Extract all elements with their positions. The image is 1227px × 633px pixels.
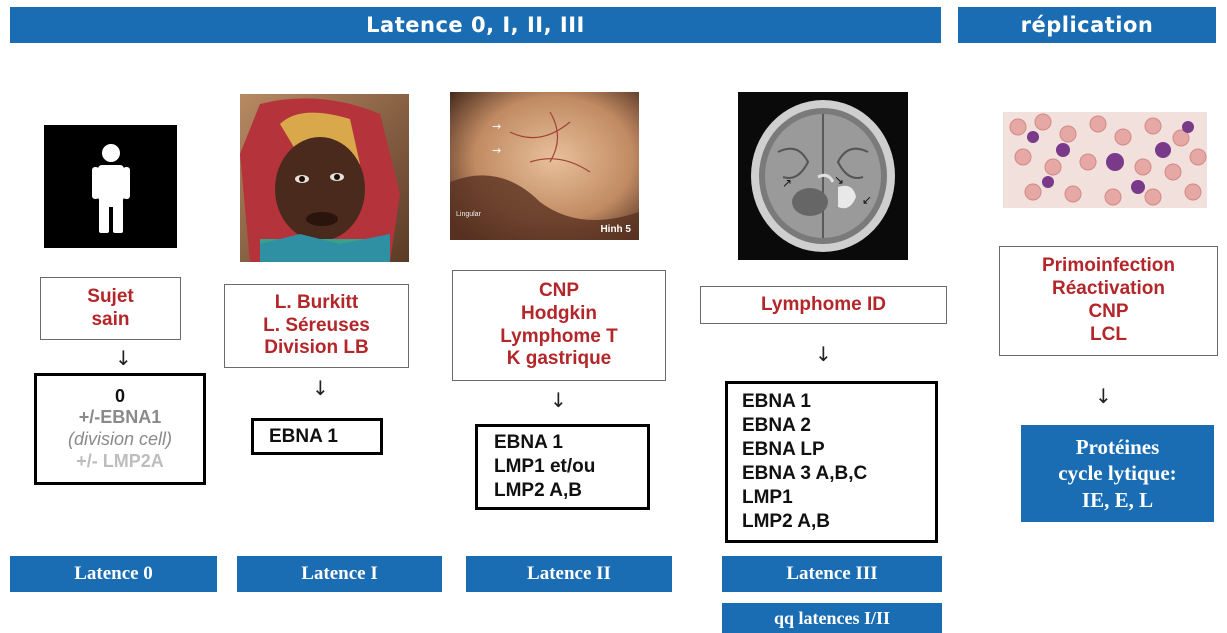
condition-line: L. Séreuses xyxy=(263,315,370,338)
protein-line: EBNA 2 xyxy=(742,414,935,438)
footer-latence2: Latence II xyxy=(466,556,672,592)
protein-line: LMP1 xyxy=(742,486,935,510)
protein-line: Protéines xyxy=(1076,434,1160,460)
condition-line: Lymphome T xyxy=(500,326,618,349)
condition-box-latence3: Lymphome ID xyxy=(700,286,947,324)
brain-mri-photo: ↗ ↘ ↙ xyxy=(738,92,908,260)
condition-line: Hodgkin xyxy=(521,303,597,326)
protein-box-latence0: 0 +/-EBNA1 (division cell) +/- LMP2A xyxy=(34,373,206,485)
protein-line: +/-EBNA1 xyxy=(79,407,162,429)
condition-line: LCL xyxy=(1090,324,1127,347)
condition-line: CNP xyxy=(1088,301,1128,324)
protein-line: LMP2 A,B xyxy=(742,510,935,534)
protein-box-latence3: EBNA 1 EBNA 2 EBNA LP EBNA 3 A,B,C LMP1 … xyxy=(725,381,938,543)
down-arrow-icon: ↓ xyxy=(1095,386,1112,406)
protein-box-latence1: EBNA 1 xyxy=(251,418,383,455)
condition-line: Division LB xyxy=(264,337,369,360)
condition-line: Lymphome ID xyxy=(761,294,886,317)
photo-label-2: Lingular xyxy=(456,211,481,218)
footer-latence0: Latence 0 xyxy=(10,556,217,592)
svg-text:↗: ↗ xyxy=(782,176,792,190)
endoscopy-photo: → → Hinh 5 Lingular xyxy=(450,92,639,240)
svg-text:↙: ↙ xyxy=(862,193,872,207)
svg-text:→: → xyxy=(492,120,501,133)
protein-line: (division cell) xyxy=(68,429,172,451)
lytic-proteins-box: Protéines cycle lytique: IE, E, L xyxy=(1021,425,1214,522)
down-arrow-icon: ↓ xyxy=(312,378,329,398)
down-arrow-icon: ↓ xyxy=(115,348,132,368)
blood-smear-photo xyxy=(1003,112,1207,208)
svg-text:↘: ↘ xyxy=(834,173,844,187)
condition-line: Primoinfection xyxy=(1042,255,1175,278)
footer-latence3: Latence III xyxy=(722,556,942,592)
protein-line: LMP1 et/ou xyxy=(494,455,647,479)
protein-line: cycle lytique: xyxy=(1058,460,1176,486)
protein-line: EBNA LP xyxy=(742,438,935,462)
protein-line: LMP2 A,B xyxy=(494,479,647,503)
protein-line: IE, E, L xyxy=(1082,487,1153,513)
protein-line: EBNA 1 xyxy=(269,425,380,449)
protein-line: 0 xyxy=(115,386,125,408)
child-photo xyxy=(240,94,409,262)
condition-box-latence2: CNP Hodgkin Lymphome T K gastrique xyxy=(452,270,666,381)
protein-line: +/- LMP2A xyxy=(76,451,164,473)
down-arrow-icon: ↓ xyxy=(550,390,567,410)
condition-line: K gastrique xyxy=(507,348,612,371)
condition-line: Sujet xyxy=(87,286,133,309)
latency-header: Latence 0, I, II, III xyxy=(10,7,941,43)
down-arrow-icon: ↓ xyxy=(815,344,832,364)
replication-header: réplication xyxy=(958,7,1216,43)
condition-box-latence0: Sujet sain xyxy=(40,277,181,340)
condition-line: CNP xyxy=(539,280,579,303)
condition-box-latence1: L. Burkitt L. Séreuses Division LB xyxy=(224,284,409,368)
condition-line: Réactivation xyxy=(1052,278,1165,301)
condition-line: L. Burkitt xyxy=(275,292,358,315)
footer-latence1: Latence I xyxy=(237,556,442,592)
protein-box-latence2: EBNA 1 LMP1 et/ou LMP2 A,B xyxy=(475,424,650,510)
protein-line: EBNA 1 xyxy=(742,390,935,414)
svg-text:→: → xyxy=(492,144,501,157)
footer-some-latences: qq latences I/II xyxy=(722,603,942,633)
condition-box-replication: Primoinfection Réactivation CNP LCL xyxy=(999,246,1218,356)
protein-line: EBNA 3 A,B,C xyxy=(742,462,935,486)
condition-line: sain xyxy=(91,309,129,332)
photo-label: Hinh 5 xyxy=(600,224,631,235)
protein-line: EBNA 1 xyxy=(494,431,647,455)
person-icon xyxy=(44,125,177,248)
